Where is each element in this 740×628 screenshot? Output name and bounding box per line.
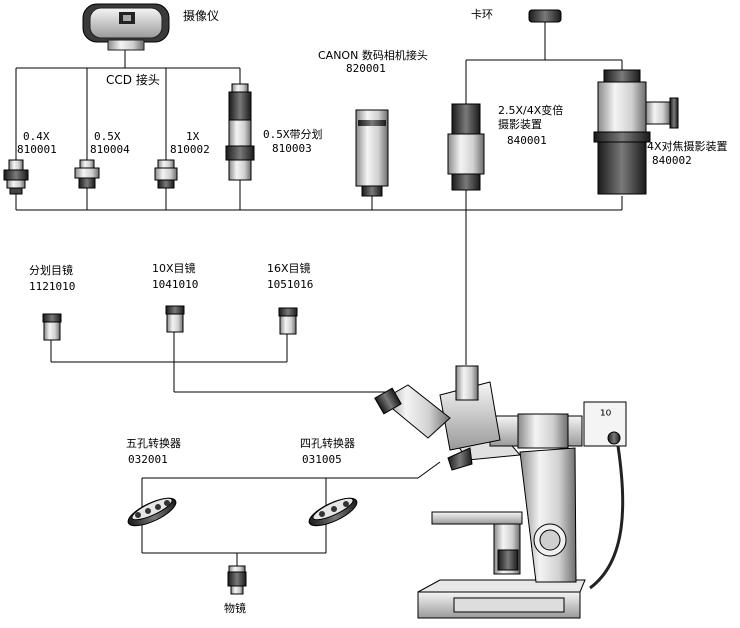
- canon-adapter: [355, 109, 389, 197]
- eyepiece-reticle-label: 分划目镜: [29, 264, 73, 277]
- adapter-0-5x-reticle: [225, 83, 255, 181]
- nosepiece-4-hole: [308, 497, 358, 527]
- adapter-0-5x-code: 810004: [90, 143, 130, 156]
- svg-text:¹⁰: ¹⁰: [600, 408, 612, 424]
- zoom-photo-label-1: 2.5X/4X变倍: [498, 104, 564, 117]
- focus-photo-code: 840002: [652, 154, 692, 167]
- eyepiece-10x-label: 10X目镜: [152, 262, 196, 275]
- eyepiece-10x-code: 1041010: [152, 278, 199, 291]
- adapter-0-5x-ratio: 0.5X: [94, 130, 121, 143]
- objective-label: 物镜: [224, 602, 246, 615]
- adapter-1x: [154, 159, 178, 189]
- nosepiece5-label: 五孔转换器: [126, 437, 181, 450]
- eyepiece-reticle: [42, 313, 62, 341]
- adapter-reticle-ratio: 0.5X带分划: [263, 128, 323, 141]
- clamp-ring: [528, 9, 562, 23]
- eyepiece-reticle-code: 1121010: [29, 280, 76, 293]
- eyepiece-16x-code: 1051016: [267, 278, 314, 291]
- nosepiece-5-hole: [127, 497, 177, 527]
- focus-photo-label: 4X对焦摄影装置: [647, 140, 728, 153]
- ccd-group-label: CCD 接头: [106, 73, 160, 87]
- eyepiece-10x: [165, 305, 185, 333]
- zoom-photo-device: [447, 103, 485, 191]
- camera-label: 摄像仪: [183, 9, 220, 23]
- focus-photo-device: [593, 69, 679, 195]
- adapter-0-4x-code: 810001: [17, 143, 57, 156]
- objective-lens: [227, 565, 247, 595]
- adapter-0-5x: [74, 159, 100, 189]
- adapter-0-4x: [3, 159, 29, 195]
- eyepiece-16x: [278, 307, 298, 335]
- canon-adapter-label: CANON 数码相机接头: [318, 49, 428, 62]
- eyepiece-16x-label: 16X目镜: [267, 262, 311, 275]
- nosepiece5-code: 032001: [128, 453, 168, 466]
- adapter-0-4x-ratio: 0.4X: [23, 130, 50, 143]
- nosepiece4-label: 四孔转换器: [300, 437, 355, 450]
- zoom-photo-code: 840001: [507, 134, 547, 147]
- nosepiece4-code: 031005: [302, 453, 342, 466]
- microscope-body: ¹⁰: [374, 365, 627, 619]
- clamp-ring-label: 卡环: [471, 8, 493, 21]
- camera-device: [82, 3, 170, 51]
- adapter-reticle-code: 810003: [272, 142, 312, 155]
- canon-adapter-code: 820001: [346, 62, 386, 75]
- adapter-1x-code: 810002: [170, 143, 210, 156]
- adapter-1x-ratio: 1X: [186, 130, 200, 143]
- zoom-photo-label-2: 摄影装置: [498, 118, 542, 131]
